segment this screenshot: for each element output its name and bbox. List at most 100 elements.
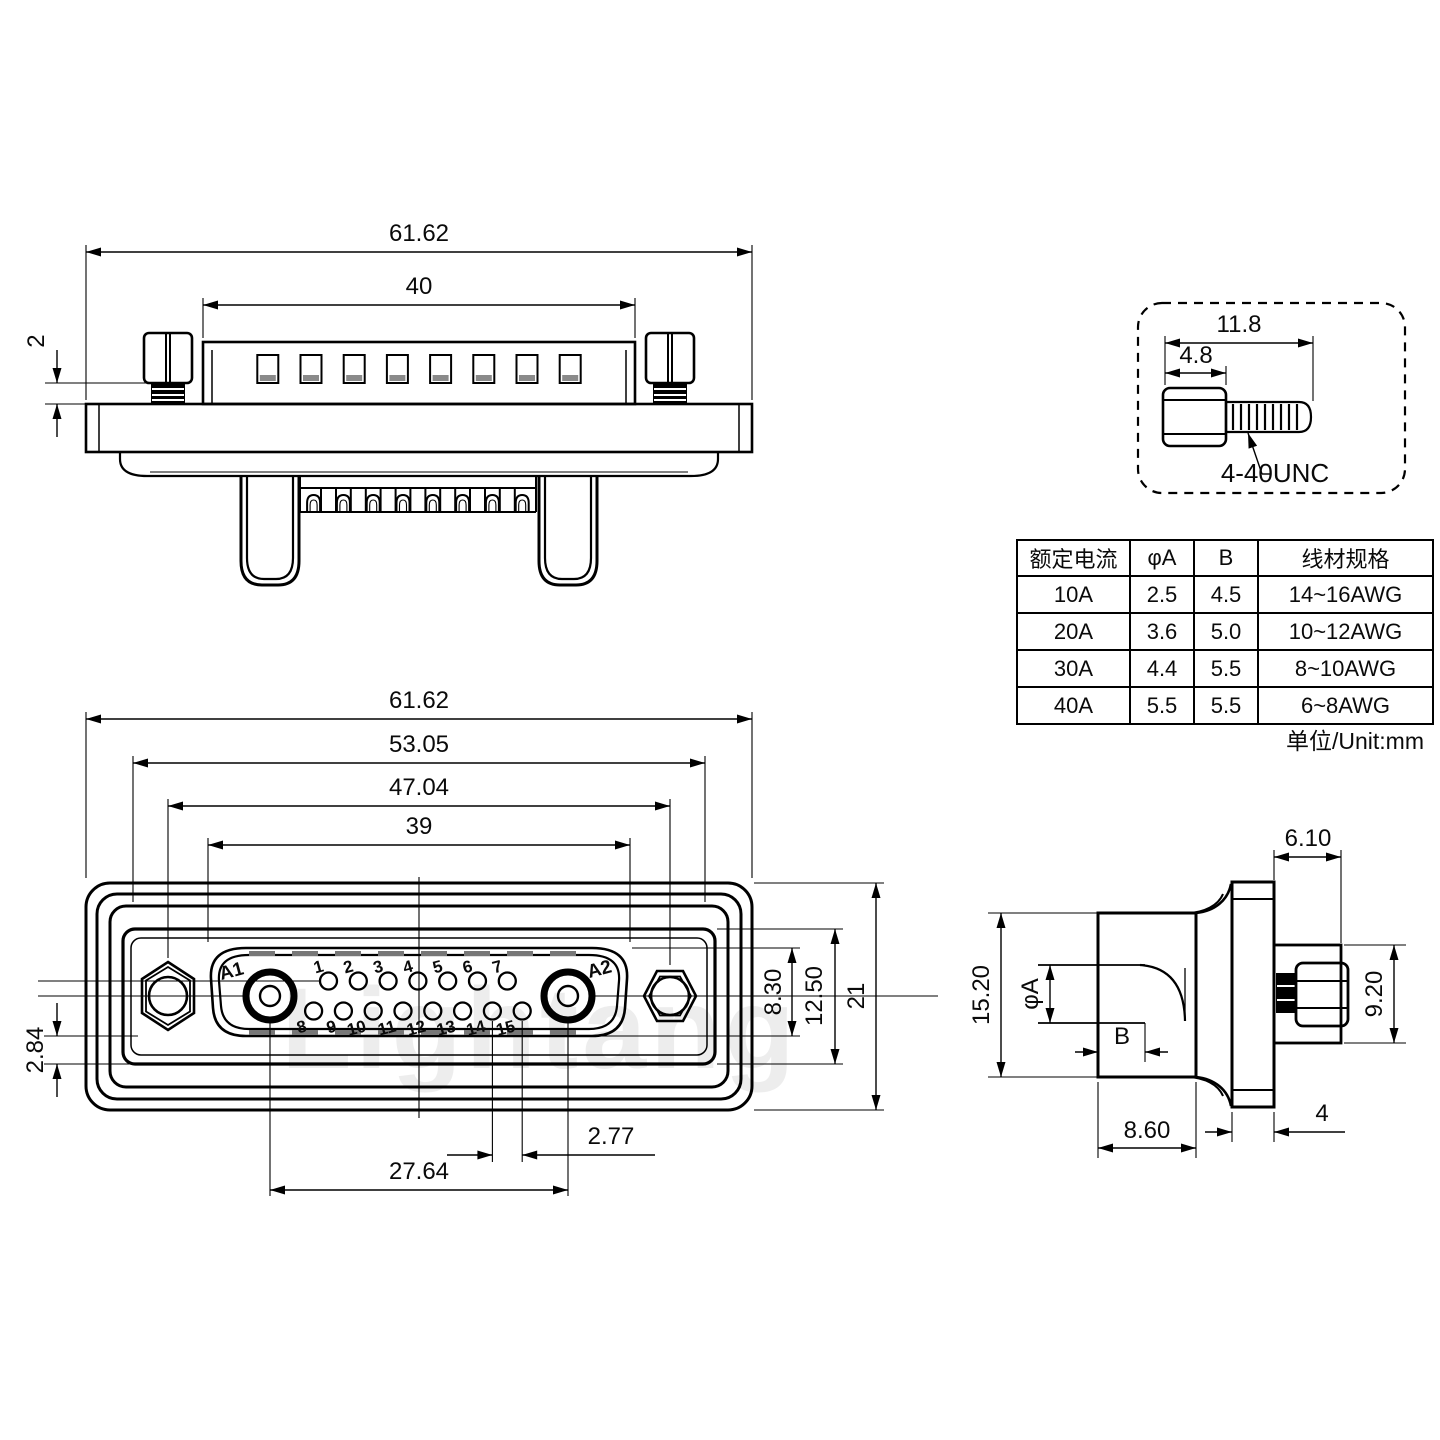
dsub-shell-outline — [209, 946, 629, 1038]
table-header-row: 额定电流 φA B 线材规格 — [1016, 539, 1434, 577]
side-view-dimensions: 6.10 15.20 φA B 9.20 8.60 — [968, 825, 1406, 1158]
dim-front-edge-offset: 2.84 — [22, 1027, 49, 1074]
front-view: 61.62 53.05 47.04 39 Lightang — [22, 687, 938, 1196]
dim-front-overall-width: 61.62 — [389, 687, 449, 714]
pin — [482, 1001, 503, 1021]
pin — [452, 1001, 473, 1021]
table-cell: 14~16AWG — [1257, 575, 1434, 614]
pin — [378, 971, 398, 991]
table-cell: 6~8AWG — [1257, 686, 1434, 725]
contact-barrels — [306, 493, 530, 512]
pin — [512, 1001, 532, 1021]
pin — [318, 971, 339, 991]
pin-label: 12 — [405, 1017, 428, 1040]
front-view-pins: A1 A2 1 2 3 4 5 6 7 8 9 10 11 12 13 14 1… — [217, 956, 614, 1039]
table-cell: 2.5 — [1129, 575, 1195, 614]
table-row: 30A 4.4 5.5 8~10AWG — [1016, 649, 1434, 688]
dim-side-front-length: 8.60 — [1124, 1117, 1171, 1144]
pin-label: 2 — [341, 957, 355, 978]
table-cell: 30A — [1016, 649, 1131, 688]
dim-side-bore-dia: φA — [1017, 978, 1044, 1010]
pin-labels: A1 A2 1 2 3 4 5 6 7 8 9 10 11 12 13 14 1… — [217, 956, 614, 1039]
pin-a1 — [242, 968, 298, 1024]
dim-screw-head-length: 4.8 — [1179, 342, 1212, 369]
rear-contact-strip — [299, 476, 537, 513]
top-view: 61.62 40 2 — [23, 220, 754, 587]
pin-label: 3 — [371, 957, 385, 978]
dim-front-body-width: 53.05 — [389, 731, 449, 758]
screw-detail: 11.8 4.8 4-40UNC — [1136, 301, 1407, 495]
spec-table: 额定电流 φA B 线材规格 10A 2.5 4.5 14~16AWG 20A … — [1016, 539, 1434, 725]
pin-label: 15 — [494, 1017, 517, 1040]
pin-a2 — [540, 968, 596, 1024]
table-cell: 20A — [1016, 612, 1131, 651]
table-cell: 5.5 — [1193, 686, 1259, 725]
table-row: 40A 5.5 5.5 6~8AWG — [1016, 686, 1434, 725]
dim-front-insert-height: 12.50 — [801, 966, 828, 1026]
jackscrew-left — [142, 331, 194, 404]
dim-front-overall-height: 21 — [843, 983, 870, 1010]
thread-hatch — [1231, 404, 1299, 430]
pin — [303, 1001, 324, 1021]
dim-front-shell-height: 8.30 — [760, 969, 787, 1016]
front-view-dimension-left: 2.84 — [22, 1003, 138, 1097]
pins-top-row — [318, 971, 517, 991]
side-view-body — [1038, 880, 1350, 1109]
dim-top-shell-width: 40 — [406, 273, 433, 300]
table-header-cell: φA — [1129, 539, 1195, 577]
dim-front-shell-width: 39 — [406, 813, 433, 840]
rear-nut-assembly — [1272, 943, 1350, 1045]
thread-spec-label: 4-40UNC — [1221, 458, 1329, 488]
jackscrew-right — [644, 331, 696, 404]
dim-front-pin-span: 27.64 — [389, 1158, 449, 1185]
power-contact-barrels — [239, 476, 599, 587]
table-row: 20A 3.6 5.0 10~12AWG — [1016, 612, 1434, 651]
pin — [333, 1001, 354, 1021]
bore-profile — [1139, 963, 1187, 1022]
table-cell: 4.4 — [1129, 649, 1195, 688]
pin — [467, 971, 488, 991]
pin-label: 8 — [295, 1017, 309, 1038]
table-header-cell: 线材规格 — [1257, 539, 1434, 577]
shell-slots — [256, 354, 582, 384]
dim-side-rear-length: 6.10 — [1285, 825, 1332, 852]
top-view-body — [84, 331, 754, 587]
table-header-cell: B — [1193, 539, 1259, 577]
pin-label: 13 — [434, 1017, 457, 1040]
pin — [348, 971, 368, 991]
pin — [497, 971, 517, 991]
pin — [363, 1001, 383, 1021]
contact-posts — [320, 487, 516, 513]
pin-label: 7 — [490, 957, 504, 978]
screw-figure — [1161, 386, 1313, 448]
detail-box — [1136, 301, 1407, 495]
dim-side-bore-depth: B — [1114, 1023, 1130, 1050]
unit-note: 单位/Unit:mm — [1286, 728, 1424, 754]
mounting-flange-top — [84, 402, 754, 478]
front-view-dimensions-right: 8.30 12.50 21 — [598, 882, 884, 1111]
flange-side — [1230, 880, 1276, 1109]
table-cell: 8~10AWG — [1257, 649, 1434, 688]
dim-front-pin-pitch: 2.77 — [588, 1123, 635, 1150]
table-header-cell: 额定电流 — [1016, 539, 1131, 577]
shell-tabs — [249, 951, 576, 1035]
front-view-body — [38, 877, 938, 1118]
table-row: 10A 2.5 4.5 14~16AWG — [1016, 575, 1434, 614]
connector-shell-top — [201, 340, 637, 406]
dim-front-mount-spacing: 47.04 — [389, 774, 449, 801]
table-cell: 10A — [1016, 575, 1131, 614]
table-cell: 40A — [1016, 686, 1131, 725]
pin-label: 11 — [376, 1017, 398, 1040]
dim-top-screw-standoff: 2 — [23, 334, 50, 347]
table-cell: 10~12AWG — [1257, 612, 1434, 651]
pin — [423, 1001, 443, 1021]
pin-label: 14 — [464, 1016, 488, 1039]
dim-top-overall-width: 61.62 — [389, 220, 449, 247]
pin — [408, 971, 428, 991]
dim-screw-total-length: 11.8 — [1217, 311, 1262, 338]
table-cell: 5.5 — [1129, 686, 1195, 725]
front-view-dimensions-bottom: 2.77 27.64 — [269, 1021, 655, 1196]
table-cell: 3.6 — [1129, 612, 1195, 651]
